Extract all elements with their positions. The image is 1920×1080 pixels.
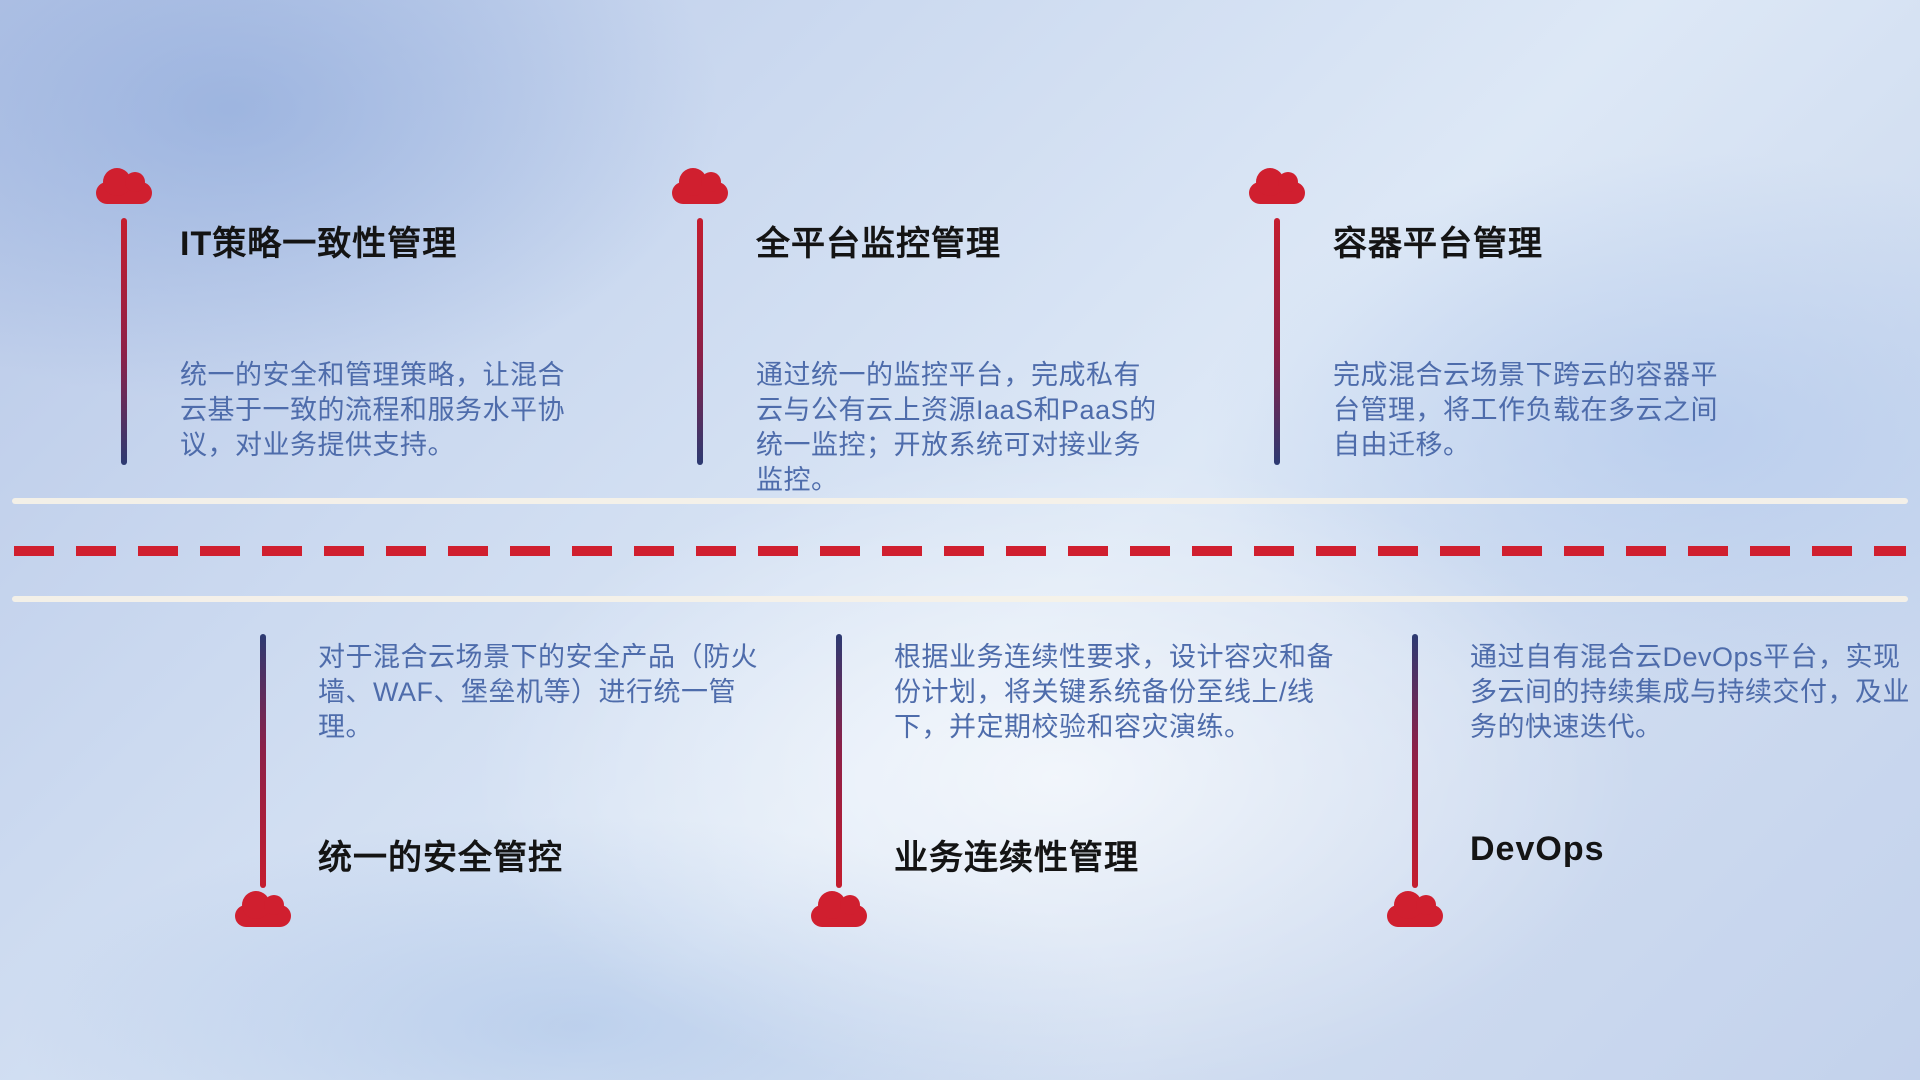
item-description: 根据业务连续性要求，设计容灾和备份计划，将关键系统备份至线上/线下，并定期校验和… [894,642,1334,742]
item-description: 通过统一的监控平台，完成私有云与公有云上资源IaaS和PaaS的统一监控；开放系… [756,360,1157,495]
cloud-icon [235,891,291,927]
timeline-band-bottom [12,596,1908,602]
item-description: 对于混合云场景下的安全产品（防火墙、WAF、堡垒机等）进行统一管理。 [318,642,758,742]
item-title: IT策略一致性管理 [180,225,458,263]
item-description: 统一的安全和管理策略，让混合云基于一致的流程和服务水平协议，对业务提供支持。 [180,360,565,460]
cloud-icon [1387,891,1443,927]
connector-line [836,634,842,888]
cloud-icon [811,891,867,927]
connector-line [697,218,703,465]
connector-line [1274,218,1280,465]
timeline-band-top [12,498,1908,504]
cloud-icon [96,168,152,204]
item-description: 完成混合云场景下跨云的容器平台管理，将工作负载在多云之间自由迁移。 [1333,360,1718,460]
item-title: 全平台监控管理 [756,225,1001,263]
cloud-icon [672,168,728,204]
item-title: DevOps [1470,830,1605,868]
connector-line [260,634,266,888]
item-title: 业务连续性管理 [894,839,1139,877]
item-title: 容器平台管理 [1333,225,1543,263]
cloud-icon [1249,168,1305,204]
item-title: 统一的安全管控 [318,839,563,877]
connector-line [121,218,127,465]
connector-line [1412,634,1418,888]
timeline-dashed-line [14,546,1906,556]
item-description: 通过自有混合云DevOps平台，实现多云间的持续集成与持续交付，及业务的快速迭代… [1470,642,1910,742]
